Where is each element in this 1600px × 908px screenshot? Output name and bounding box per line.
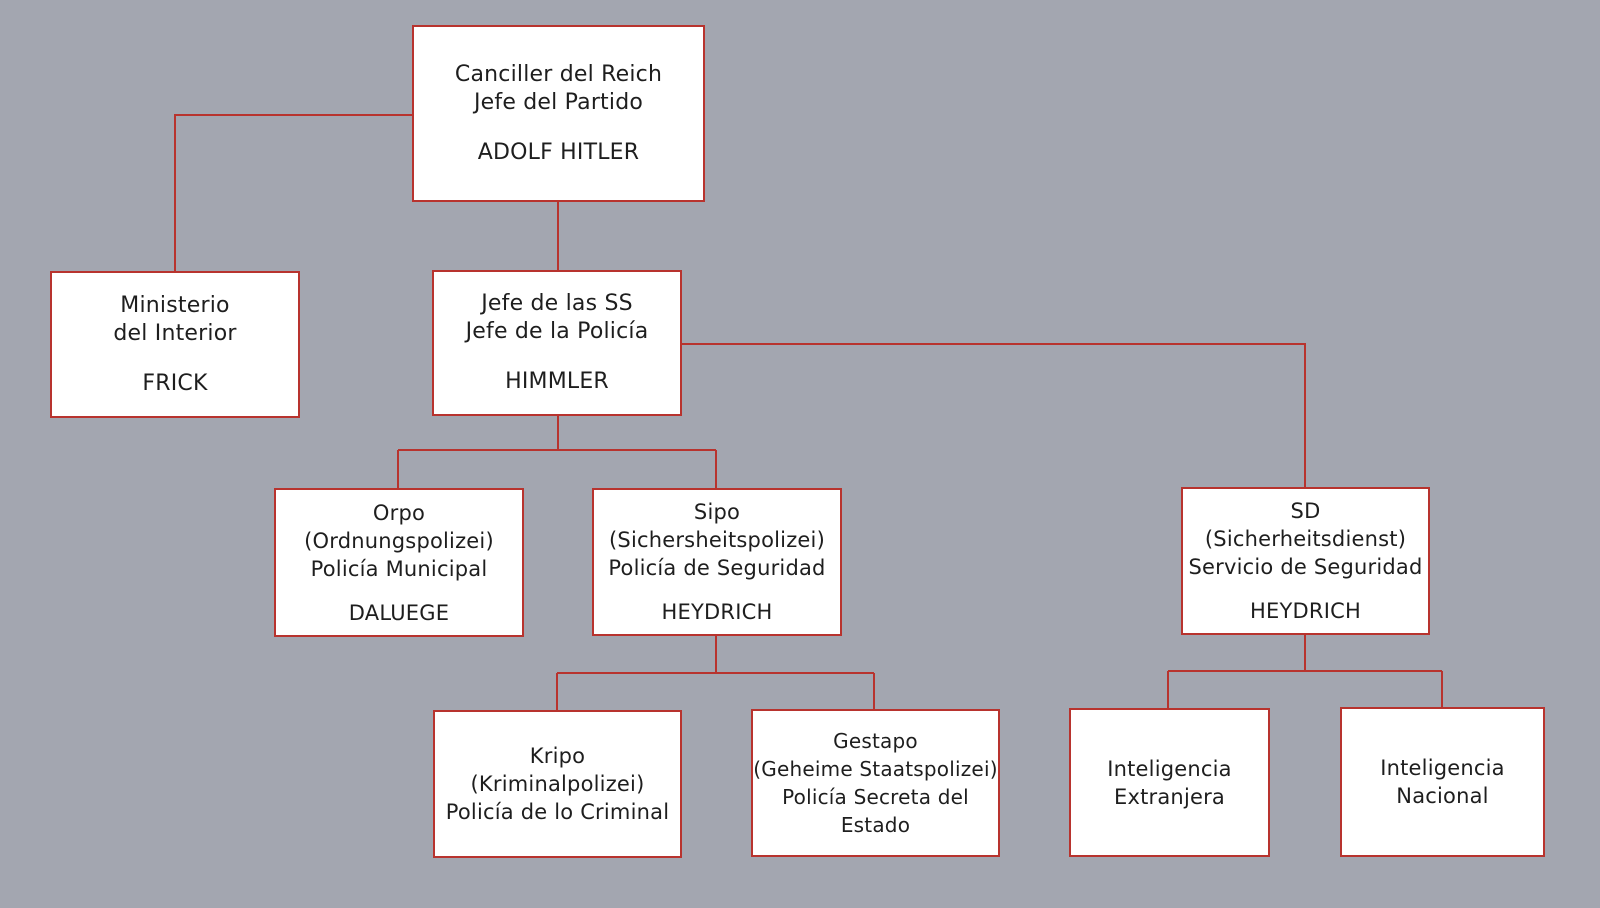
node-ss-leader: HIMMLER [505,369,609,394]
node-sipo: Sipo (Sichersheitspolizei) Policía de Se… [592,488,842,636]
node-intel-nac-line-1: Inteligencia [1380,756,1505,780]
node-gestapo-line-4: Estado [840,813,911,837]
node-sd: SD (Sicherheitsdienst) Servicio de Segur… [1181,487,1430,635]
node-interior-line-1: Ministerio [120,292,230,318]
edge-ss-sd [681,343,1306,488]
edge-hitler-interior [174,114,414,272]
node-hitler-line-1: Canciller del Reich [454,61,663,87]
node-ss: Jefe de las SS Jefe de la Policía HIMMLE… [432,270,682,416]
node-orpo: Orpo (Ordnungspolizei) Policía Municipal… [274,488,524,637]
node-ss-line-1: Jefe de las SS [481,291,633,316]
node-sipo-leader: HEYDRICH [661,600,773,624]
node-gestapo: Gestapo (Geheime Staatspolizei) Policía … [751,709,1000,857]
node-hitler: Canciller del Reich Jefe del Partido ADO… [412,25,705,202]
node-sipo-line-3: Policía de Seguridad [608,556,826,580]
node-hitler-line-2: Jefe del Partido [473,89,644,115]
node-orpo-leader: DALUEGE [348,600,450,625]
node-kripo-line-3: Policía de lo Criminal [445,800,670,824]
node-sd-line-2: (Sicherheitsdienst) [1204,527,1407,551]
node-gestapo-line-1: Gestapo [833,729,918,753]
node-intel-nac-line-2: Nacional [1396,784,1489,808]
node-kripo: Kripo (Kriminalpolizei) Policía de lo Cr… [433,710,682,858]
node-orpo-line-1: Orpo [372,500,426,525]
node-intel-ext-line-1: Inteligencia [1107,756,1232,781]
node-interior: Ministerio del Interior FRICK [50,271,300,418]
node-gestapo-line-2: (Geheime Staatspolizei) [753,757,998,781]
node-intel-ext-line-2: Extranjera [1114,784,1225,809]
node-intel-ext: Inteligencia Extranjera [1069,708,1270,857]
node-ss-line-2: Jefe de la Policía [465,319,649,344]
node-sd-leader: HEYDRICH [1250,599,1361,623]
node-interior-line-2: del Interior [113,320,237,346]
node-kripo-line-1: Kripo [529,744,586,768]
node-intel-nac: Inteligencia Nacional [1340,707,1545,857]
node-interior-leader: FRICK [142,370,208,396]
node-sipo-line-1: Sipo [693,500,741,524]
node-sipo-line-2: (Sichersheitspolizei) [609,528,825,552]
node-orpo-line-3: Policía Municipal [310,556,488,581]
node-hitler-leader: ADOLF HITLER [477,139,640,165]
node-kripo-line-2: (Kriminalpolizei) [470,772,645,796]
node-gestapo-line-3: Policía Secreta del [782,785,969,809]
node-orpo-line-2: (Ordnungspolizei) [304,528,494,553]
node-sd-line-1: SD [1290,499,1321,523]
node-sd-line-3: Servicio de Seguridad [1188,555,1423,579]
